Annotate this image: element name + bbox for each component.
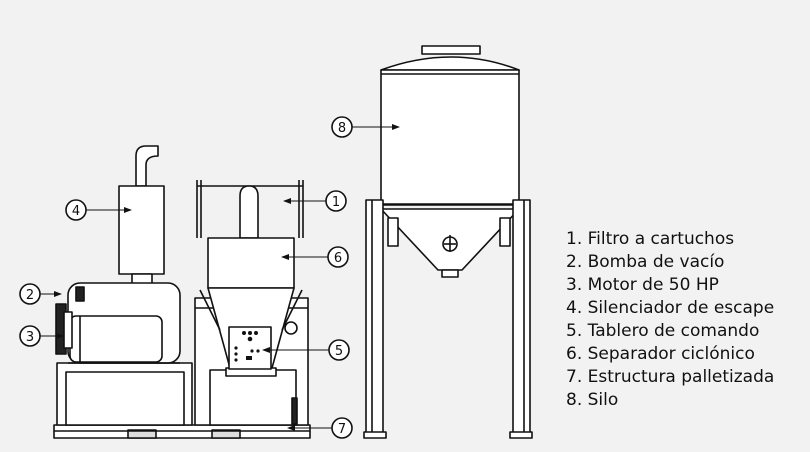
legend-item: 8. Silo xyxy=(566,390,618,410)
silo-outlet xyxy=(441,269,459,278)
silencer-body xyxy=(118,185,165,275)
legend-item: 6. Separador ciclónico xyxy=(566,344,755,364)
silo-top-hatch xyxy=(421,45,481,55)
callout-number: 1 xyxy=(332,195,340,210)
cyclone-body xyxy=(207,237,295,289)
legend-item: 2. Bomba de vacío xyxy=(566,252,724,272)
callout-3: 3 xyxy=(19,325,64,347)
vacuum-pump-and-motor xyxy=(55,282,181,364)
callout-5: 5 xyxy=(262,339,350,361)
exhaust-silencer xyxy=(118,145,165,285)
callout-number: 3 xyxy=(26,330,34,345)
callout-1: 1 xyxy=(283,190,347,212)
legend-item: 3. Motor de 50 HP xyxy=(566,275,719,295)
legend: 1. Filtro a cartuchos 2. Bomba de vacío … xyxy=(566,229,774,410)
legend-item: 7. Estructura palletizada xyxy=(566,367,774,387)
callout-4: 4 xyxy=(65,199,132,221)
silo-body xyxy=(380,69,520,206)
callout-6: 6 xyxy=(281,246,349,268)
callout-8: 8 xyxy=(331,116,400,138)
motor xyxy=(69,315,163,363)
callout-2: 2 xyxy=(19,283,62,305)
exhaust-pipe xyxy=(135,145,159,187)
cartridge-filter-and-cyclone xyxy=(196,180,304,377)
legend-item: 4. Silenciador de escape xyxy=(566,298,774,318)
silo-leg-right xyxy=(512,199,531,437)
silo xyxy=(363,45,533,439)
legend-item: 1. Filtro a cartuchos xyxy=(566,229,734,249)
callout-number: 7 xyxy=(338,422,346,437)
callout-number: 8 xyxy=(338,121,346,136)
callout-number: 4 xyxy=(72,204,80,219)
silo-leg-left xyxy=(365,199,384,437)
callout-number: 6 xyxy=(334,251,342,266)
callout-number: 2 xyxy=(26,288,34,303)
callout-number: 5 xyxy=(335,344,343,359)
silo-dome xyxy=(380,56,520,71)
filter-cartridge xyxy=(239,185,259,239)
legend-item: 5. Tablero de comando xyxy=(566,321,759,341)
callout-7: 7 xyxy=(287,417,353,439)
